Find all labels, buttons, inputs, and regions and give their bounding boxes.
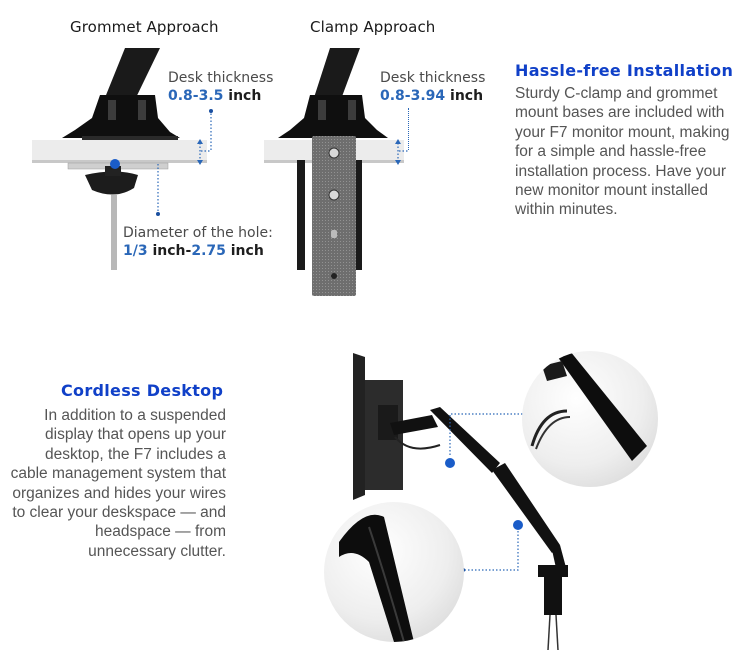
hole-mid: inch- <box>147 243 192 259</box>
clamp-desk-thickness-value: 0.8-3.94 inch <box>380 87 483 106</box>
clamp-mount-illustration <box>262 40 412 300</box>
installation-heading: Hassle-free Installation <box>515 61 734 80</box>
clamp-leader-line <box>408 108 409 150</box>
cable-detail-circle-top <box>522 351 658 487</box>
clamp-approach-title: Clamp Approach <box>310 18 436 36</box>
hole-diameter-label: Diameter of the hole: <box>123 225 273 241</box>
monitor-arm-illustration <box>320 345 740 651</box>
grommet-thickness-range: 0.8-3.5 <box>168 88 224 104</box>
cordless-body: In addition to a suspended display that … <box>10 407 226 560</box>
clamp-desk-thickness-label: Desk thickness <box>380 70 486 86</box>
clamp-thickness-unit: inch <box>445 88 484 104</box>
grommet-thickness-unit: inch <box>223 88 262 104</box>
hole-max: 2.75 <box>191 243 226 259</box>
hole-min: 1/3 <box>123 243 148 259</box>
hole-diameter-value: 1/3 inch-2.75 inch <box>123 242 264 261</box>
cable-detail-circle-bottom <box>324 502 464 642</box>
grommet-desk-thickness-value: 0.8-3.5 inch <box>168 87 261 106</box>
clamp-thickness-range: 0.8-3.94 <box>380 88 446 104</box>
installation-body: Sturdy C-clamp and grommet mount bases a… <box>515 85 730 219</box>
cordless-heading: Cordless Desktop <box>61 381 224 400</box>
hole-unit: inch <box>225 243 264 259</box>
grommet-mount-illustration <box>30 40 280 280</box>
grommet-approach-title: Grommet Approach <box>70 18 219 36</box>
grommet-desk-thickness-label: Desk thickness <box>168 70 274 86</box>
